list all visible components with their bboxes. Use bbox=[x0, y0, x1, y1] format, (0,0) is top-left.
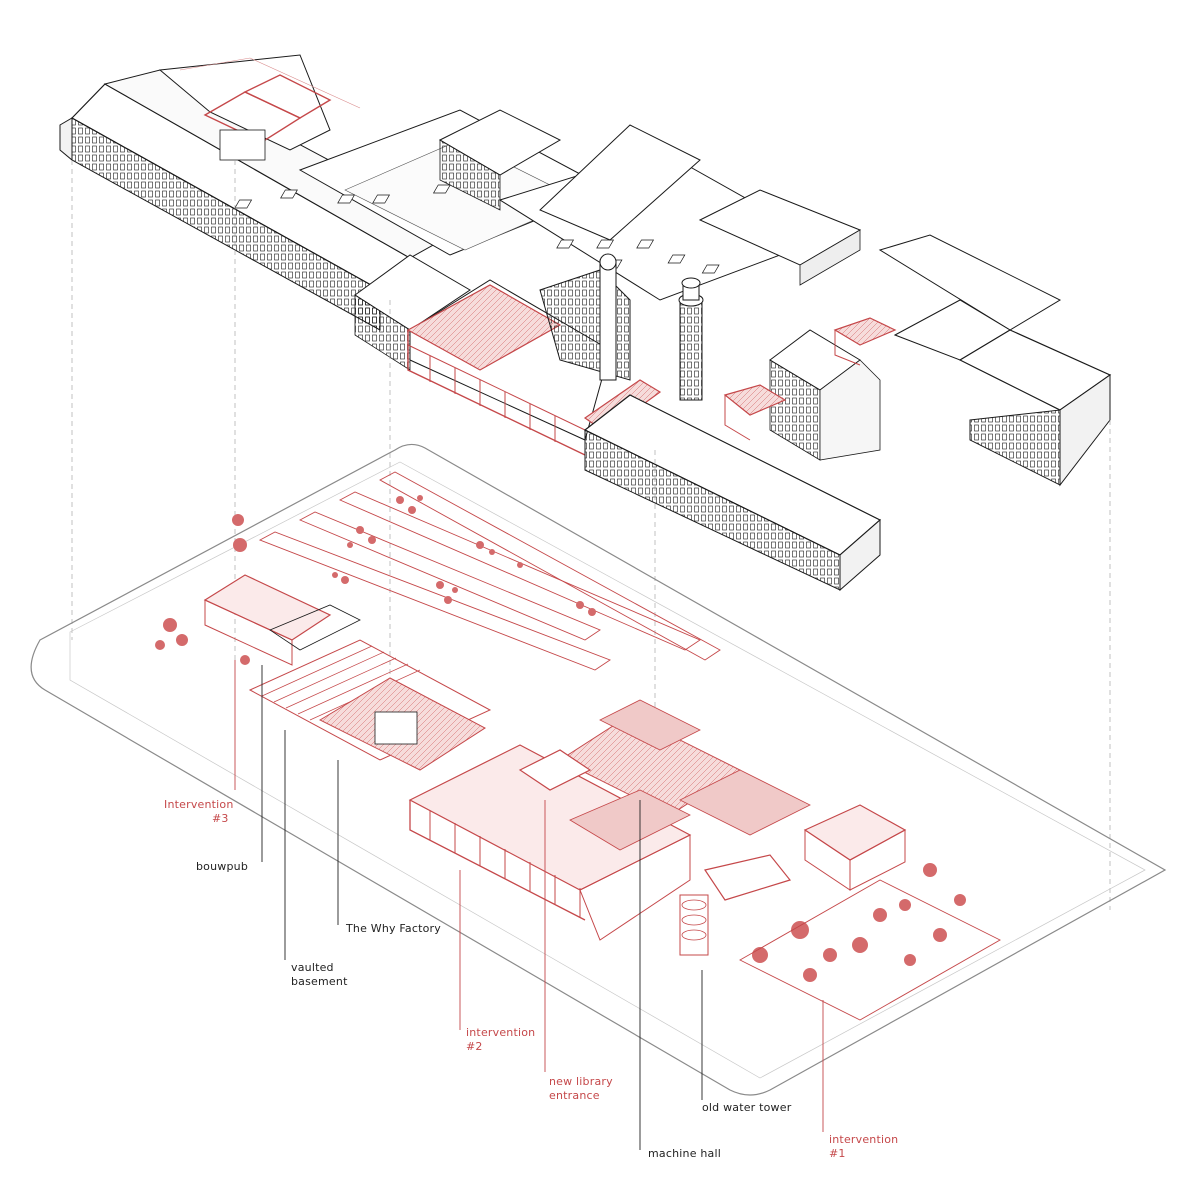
label-new-library-entrance: new library entrance bbox=[549, 1075, 613, 1102]
why-factory-plate bbox=[318, 677, 486, 771]
label-bouwpub: bouwpub bbox=[196, 860, 249, 873]
label-intervention-1: intervention #1 bbox=[829, 1133, 899, 1160]
upper-building-volume bbox=[59, 54, 1112, 592]
right-wing bbox=[878, 234, 1112, 487]
garden-boundary bbox=[739, 879, 1001, 1021]
intervention-1-bridges-upper bbox=[723, 317, 897, 441]
label-the-why-factory: The Why Factory bbox=[346, 922, 441, 935]
callout-lines bbox=[234, 660, 824, 1150]
left-wing bbox=[59, 69, 462, 331]
machine-hall-plate bbox=[558, 699, 811, 851]
intervention-1-building bbox=[803, 804, 907, 891]
new-library-entrance bbox=[518, 749, 592, 791]
planting-strips bbox=[258, 471, 721, 671]
right-upper-block bbox=[539, 124, 862, 286]
intervention-3-roof bbox=[179, 57, 361, 161]
water-tower-upper bbox=[678, 277, 704, 401]
front-wing bbox=[583, 394, 882, 592]
library-facade bbox=[539, 253, 631, 381]
intervention-3-pavilion bbox=[155, 514, 361, 666]
garden-trees bbox=[752, 863, 966, 982]
label-vaulted-basement: vaulted basement bbox=[291, 961, 348, 988]
planting-clusters bbox=[332, 495, 596, 616]
right-pavilion bbox=[769, 329, 881, 461]
rear-tower bbox=[438, 109, 562, 211]
projection-guides bbox=[71, 160, 1111, 910]
water-tower-site bbox=[679, 854, 792, 956]
intervention-2-arcade bbox=[408, 744, 692, 941]
site-outline bbox=[30, 443, 1167, 1096]
label-machine-hall: machine hall bbox=[648, 1147, 721, 1160]
label-intervention-2: intervention #2 bbox=[466, 1026, 536, 1053]
label-old-water-tower: old water tower bbox=[702, 1101, 792, 1114]
label-intervention-3: Intervention #3 bbox=[164, 798, 234, 825]
